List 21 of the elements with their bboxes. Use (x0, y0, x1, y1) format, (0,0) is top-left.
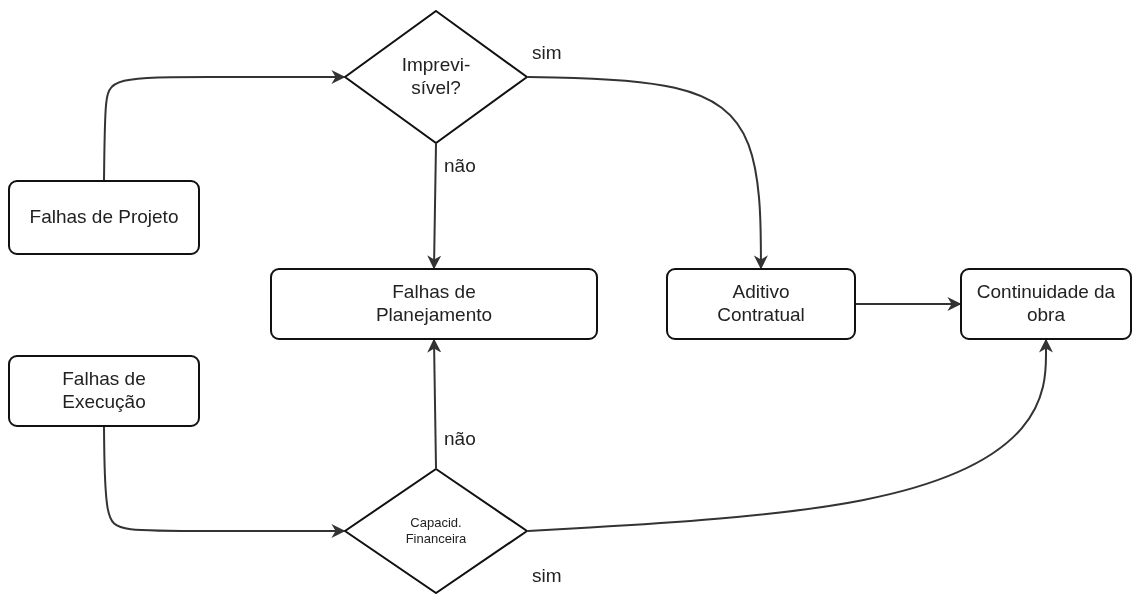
node-text: Falhas de Planejamento (374, 281, 494, 327)
node-text: Falhas de Execução (61, 368, 147, 414)
arrow (527, 76, 768, 270)
arrow (427, 143, 442, 270)
process-box (666, 268, 856, 340)
arrow (427, 338, 442, 469)
node-text: Continuidade da obra (975, 281, 1117, 327)
decision-diamond (344, 10, 528, 144)
arrow (527, 338, 1053, 532)
node-text: Capacid. Financeira (404, 515, 468, 547)
decision-diamond (344, 468, 528, 594)
process-box (270, 268, 598, 340)
process-box (960, 268, 1132, 340)
process-box (8, 355, 200, 427)
arrow (855, 297, 962, 311)
process-box (8, 180, 200, 255)
node-text: Falhas de Projeto (29, 206, 179, 229)
arrow (103, 426, 346, 538)
node-text: Imprevi- sível? (400, 54, 472, 100)
arrow (103, 70, 346, 181)
node-text: Aditivo Contratual (716, 281, 806, 327)
